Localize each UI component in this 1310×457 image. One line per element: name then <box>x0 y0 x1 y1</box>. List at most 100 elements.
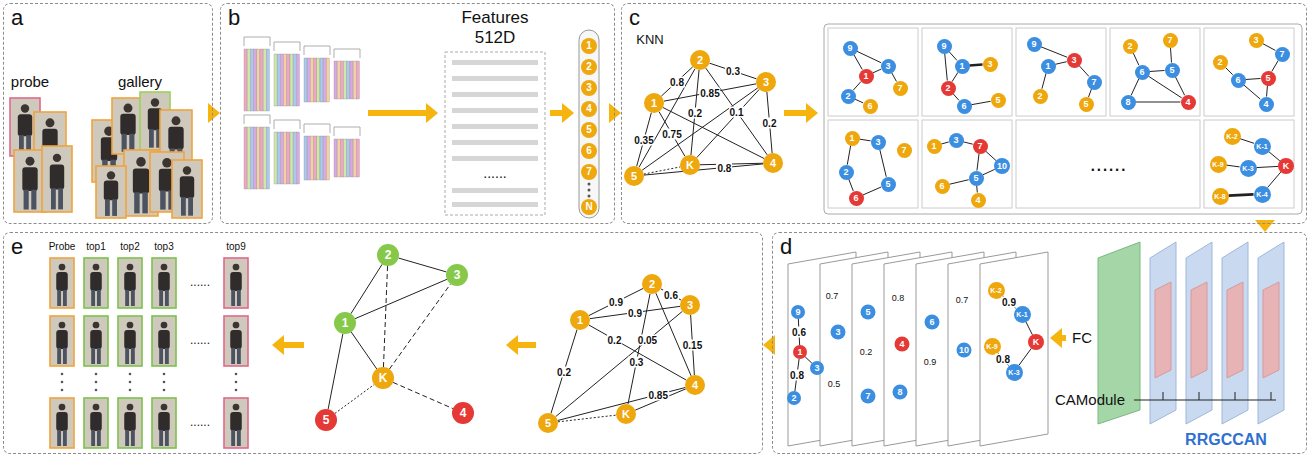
ellipsis-dot <box>95 389 98 392</box>
pedestrian-body <box>158 330 170 349</box>
graph-edge <box>941 142 949 144</box>
flow-arrow-head <box>562 103 574 123</box>
flow-arrow-shaft <box>368 110 426 116</box>
network-layer <box>254 49 257 111</box>
network-layer <box>353 61 356 99</box>
text-label: Probe <box>49 241 76 253</box>
graph-edge <box>697 89 759 157</box>
graph-edge-line <box>952 72 958 81</box>
node-number: K-3 <box>1008 369 1019 376</box>
node-number: 2 <box>697 55 703 66</box>
graph-node: 4 <box>581 101 597 117</box>
pedestrian-leg <box>231 290 235 306</box>
graph-node: 2 <box>787 391 801 405</box>
network-layer <box>344 61 347 99</box>
graph-edge <box>1149 70 1164 71</box>
pedestrian-body <box>90 412 102 431</box>
camodule-block <box>1263 282 1279 378</box>
pedestrian-leg <box>63 348 67 364</box>
node-number: 1 <box>931 142 936 151</box>
feature-vector <box>452 92 538 97</box>
pedestrian-head <box>127 264 134 271</box>
node-number: 2 <box>845 92 850 101</box>
pedestrian-leg <box>63 290 67 306</box>
pedestrian-leg <box>129 134 134 152</box>
node-number: 3 <box>687 300 693 311</box>
graph-edge <box>977 153 979 170</box>
pedestrian-photo <box>84 258 108 308</box>
graph-edge <box>976 185 978 192</box>
node-number: 2 <box>385 249 392 261</box>
pedestrian-leg <box>91 430 95 446</box>
node-number: 5 <box>885 180 890 189</box>
node-number: 9 <box>795 308 800 317</box>
graph-node: 5 <box>624 166 644 186</box>
pedestrian-head <box>151 98 159 106</box>
graph-node: 5 <box>1165 63 1180 78</box>
pedestrian-leg <box>159 348 163 364</box>
graph-edge <box>383 266 387 367</box>
pedestrian-leg <box>57 290 61 306</box>
network-layer <box>266 49 269 111</box>
network-layer <box>320 136 323 180</box>
node-number: 2 <box>945 84 950 93</box>
network-layer <box>244 127 247 189</box>
node-number: 5 <box>1169 66 1174 75</box>
graph-node: 1 <box>334 312 356 334</box>
graph-edge-line <box>635 389 686 410</box>
graph-node: 6 <box>935 179 950 194</box>
node-number: 9 <box>847 44 852 53</box>
text-label: RRGCCAN <box>1185 431 1267 449</box>
graph-node: 5 <box>881 177 896 192</box>
graph-node: 9 <box>1027 37 1042 52</box>
text-label: probe <box>11 73 49 90</box>
graph-edge <box>1148 76 1181 98</box>
graph-edge-line <box>853 82 861 91</box>
ellipsis-dot <box>163 381 166 384</box>
graph-edge-line <box>847 145 850 164</box>
flow-arrow-shaft <box>550 110 562 116</box>
graph-edge <box>1225 67 1232 74</box>
text-label: top1 <box>86 241 105 253</box>
graph-edge-line <box>1019 348 1031 365</box>
node-number: 3 <box>953 136 958 145</box>
text-label: top9 <box>226 241 245 253</box>
node-number: 5 <box>995 96 1000 105</box>
graph-edge-line <box>1170 47 1171 62</box>
network-layer <box>250 127 253 189</box>
graph-edge-line <box>1240 139 1254 144</box>
flow-arrow-head <box>806 103 818 123</box>
graph-edge-line <box>1148 76 1181 98</box>
text-label: 6 <box>925 315 940 330</box>
graph-node: 1 <box>644 93 664 113</box>
ellipsis-dot <box>235 373 238 376</box>
panel-letter: b <box>228 5 240 31</box>
graph-edge-line <box>1263 44 1276 51</box>
network-layer <box>293 54 296 106</box>
subgraph-cell <box>1016 120 1200 208</box>
ellipsis-dot <box>235 389 238 392</box>
skip-connection <box>274 120 300 129</box>
network-layer <box>293 132 296 184</box>
text-label: 8 <box>893 385 908 400</box>
text-label: ...... <box>190 276 210 290</box>
graph-edge <box>857 51 881 63</box>
pedestrian-body <box>120 114 135 135</box>
node-number: 3 <box>586 83 592 93</box>
node-number: 2 <box>1037 92 1042 101</box>
graph-edge <box>709 63 756 79</box>
network-layer <box>340 139 343 177</box>
graph-node: 3 <box>1067 53 1082 68</box>
graph-node: 6 <box>1135 65 1150 80</box>
pedestrian-leg <box>31 190 36 210</box>
panel-frame: c12345K913726913265913275276584237654137… <box>621 3 1307 224</box>
flow-arrow <box>763 335 775 355</box>
graph-node: 2 <box>1033 89 1048 104</box>
graph-node: 3 <box>680 295 700 315</box>
node-number: 8 <box>1125 98 1130 107</box>
flow-arrow-head <box>763 335 775 355</box>
graph-node: 6 <box>1231 73 1246 88</box>
pedestrian-leg <box>131 430 135 446</box>
node-number: K-3 <box>1242 165 1253 172</box>
graph-node: 7 <box>897 143 912 158</box>
